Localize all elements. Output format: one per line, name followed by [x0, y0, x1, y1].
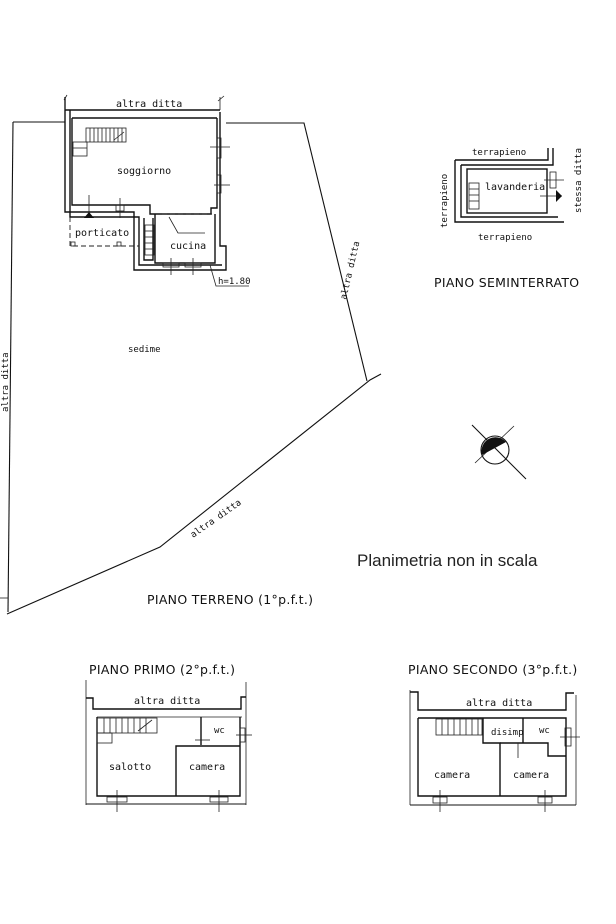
entrance-arrow-icon: [556, 190, 562, 202]
boundary-label-top: altra ditta: [134, 696, 200, 707]
boundary-label-left: altra ditta: [1, 352, 11, 412]
room-label-bedroom-right: camera: [513, 770, 549, 781]
stair-icon: [72, 127, 127, 157]
basement-title: PIANO SEMINTERRATO: [434, 275, 579, 290]
ground-floor-plan: h=1.80 altra ditta soggiorno porticato c…: [0, 94, 382, 615]
room-label-lounge: salotto: [109, 762, 151, 773]
lot-boundary-bottom: [6, 373, 382, 615]
stair-icon: [468, 182, 480, 210]
room-label-hall: disimp: [491, 728, 524, 738]
basement-surrounding-right: stessa ditta: [574, 148, 584, 213]
basement-surrounding-bottom: terrapieno: [478, 233, 532, 243]
porch-outline: [69, 217, 139, 247]
basement-plan: terrapieno lavanderia terrapieno terrapi…: [434, 148, 584, 290]
ground-floor-title: PIANO TERRENO (1°p.f.t.): [147, 592, 313, 607]
boundary-label-bottom: altra ditta: [189, 498, 244, 540]
basement-surrounding-left: terrapieno: [440, 174, 450, 228]
boundary-label-right: altra ditta: [339, 240, 362, 300]
window-icon: [84, 137, 230, 275]
room-label-wc: wc: [214, 726, 225, 736]
second-floor-title: PIANO SECONDO (3°p.f.t.): [408, 662, 578, 677]
house-walls: [63, 94, 227, 271]
room-label-living: soggiorno: [117, 166, 171, 177]
north-arrow-icon: [471, 424, 527, 480]
boundary-label-top: altra ditta: [466, 698, 532, 709]
scale-note: Planimetria non in scala: [357, 551, 538, 570]
stair-icon: [435, 718, 483, 736]
room-label-bedroom-left: camera: [434, 770, 470, 781]
lot-boundary-left: [7, 121, 14, 613]
room-label-porch: porticato: [75, 228, 129, 239]
basement-surrounding-top: terrapieno: [472, 148, 526, 158]
lot-boundary-top-right: [226, 122, 368, 382]
entrance-arrow-icon: [84, 212, 94, 218]
lot-label: sedime: [128, 345, 161, 355]
room-label-wc: wc: [539, 726, 550, 736]
second-floor-plan: PIANO SECONDO (3°p.f.t.) altra ditta dis…: [408, 662, 580, 812]
room-label-kitchen: cucina: [170, 241, 206, 252]
room-label-bedroom: camera: [189, 762, 225, 773]
stair-icon: [144, 224, 155, 256]
first-floor-plan: PIANO PRIMO (2°p.f.t.) altra ditta: [85, 662, 252, 812]
first-floor-title: PIANO PRIMO (2°p.f.t.): [89, 662, 235, 677]
boundary-label-top: altra ditta: [116, 99, 182, 110]
room-label-laundry: lavanderia: [485, 182, 545, 193]
stair-icon: [96, 717, 158, 744]
height-note: h=1.80: [218, 277, 251, 287]
